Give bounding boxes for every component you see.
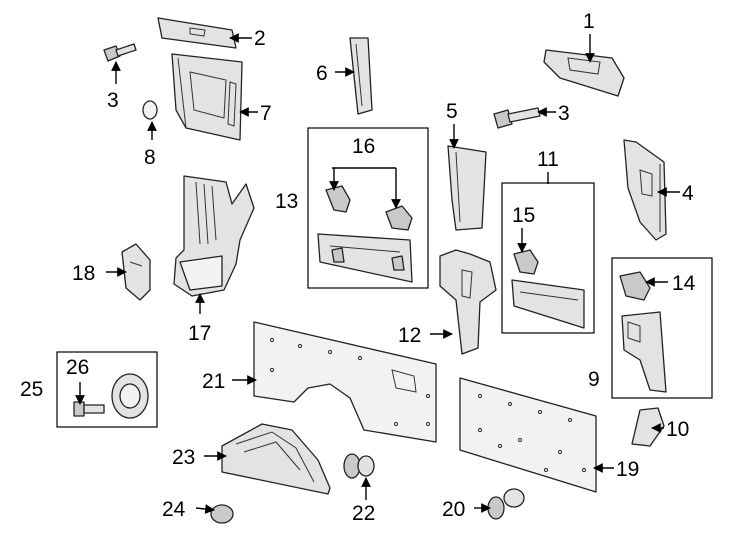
callout-6: 6 <box>316 62 328 85</box>
group-box-9 <box>611 257 713 399</box>
callout-21: 21 <box>202 370 225 393</box>
part-17-quarter-trim <box>173 175 255 297</box>
callout-12: 12 <box>398 324 421 347</box>
part-10-bracket <box>631 407 665 447</box>
part-20-retainer <box>487 488 525 520</box>
callout-8: 8 <box>144 146 156 169</box>
part-13-trim-bracket <box>317 233 413 283</box>
part-16-clip-right <box>385 205 413 231</box>
part-7-pillar-trim <box>171 53 243 141</box>
part-14-clip <box>619 271 651 301</box>
part-6-pillar-cover <box>349 37 373 115</box>
part-9-trim-panel <box>621 311 667 393</box>
part-21-side-panel <box>253 321 437 443</box>
part-1-trim-cap <box>543 49 625 97</box>
callout-13: 13 <box>275 190 298 213</box>
callout-26: 26 <box>66 356 89 379</box>
callout-25: 25 <box>20 378 43 401</box>
part-24-plug <box>210 504 234 524</box>
part-3-bolt-right <box>493 107 541 129</box>
callout-5: 5 <box>446 100 458 123</box>
part-11-trim-bracket <box>511 279 585 329</box>
part-4-pillar-trim <box>623 139 667 241</box>
part-8-plug <box>142 100 158 120</box>
callout-23: 23 <box>172 446 195 469</box>
leader-lines <box>75 33 680 514</box>
callout-15: 15 <box>512 204 535 227</box>
callout-17: 17 <box>188 322 211 345</box>
group-box-25 <box>56 351 158 428</box>
callout-10: 10 <box>666 418 689 441</box>
part-19-rear-panel <box>459 377 597 493</box>
part-16-clip-left <box>325 185 351 213</box>
callout-16: 16 <box>352 135 375 158</box>
callout-20: 20 <box>442 498 465 521</box>
part-15-clip <box>513 249 539 275</box>
callout-24: 24 <box>162 498 186 521</box>
part-2-upper-trim <box>157 17 237 49</box>
part-18-trim-cover <box>121 243 151 301</box>
part-26-bolt <box>73 401 105 417</box>
part-3-bolt-left <box>103 43 137 62</box>
callout-19: 19 <box>616 458 639 481</box>
callout-1: 1 <box>583 10 595 33</box>
callout-22: 22 <box>352 502 375 525</box>
part-22-push-pin <box>343 453 375 479</box>
callout-18: 18 <box>72 262 95 285</box>
callout-11: 11 <box>537 148 559 171</box>
group-box-13 <box>307 127 429 289</box>
callout-14: 14 <box>672 272 696 295</box>
callout-2: 2 <box>254 27 266 50</box>
callout-9: 9 <box>588 368 600 391</box>
callout-3-right: 3 <box>558 102 570 125</box>
part-5-pillar-trim <box>447 145 487 231</box>
part-25-grommet <box>111 373 149 419</box>
part-23-wheelhouse-cover <box>221 423 331 495</box>
callout-4: 4 <box>682 182 694 205</box>
callout-3-left: 3 <box>107 89 119 112</box>
callout-7: 7 <box>260 102 272 125</box>
part-12-pillar-trim <box>439 249 497 355</box>
